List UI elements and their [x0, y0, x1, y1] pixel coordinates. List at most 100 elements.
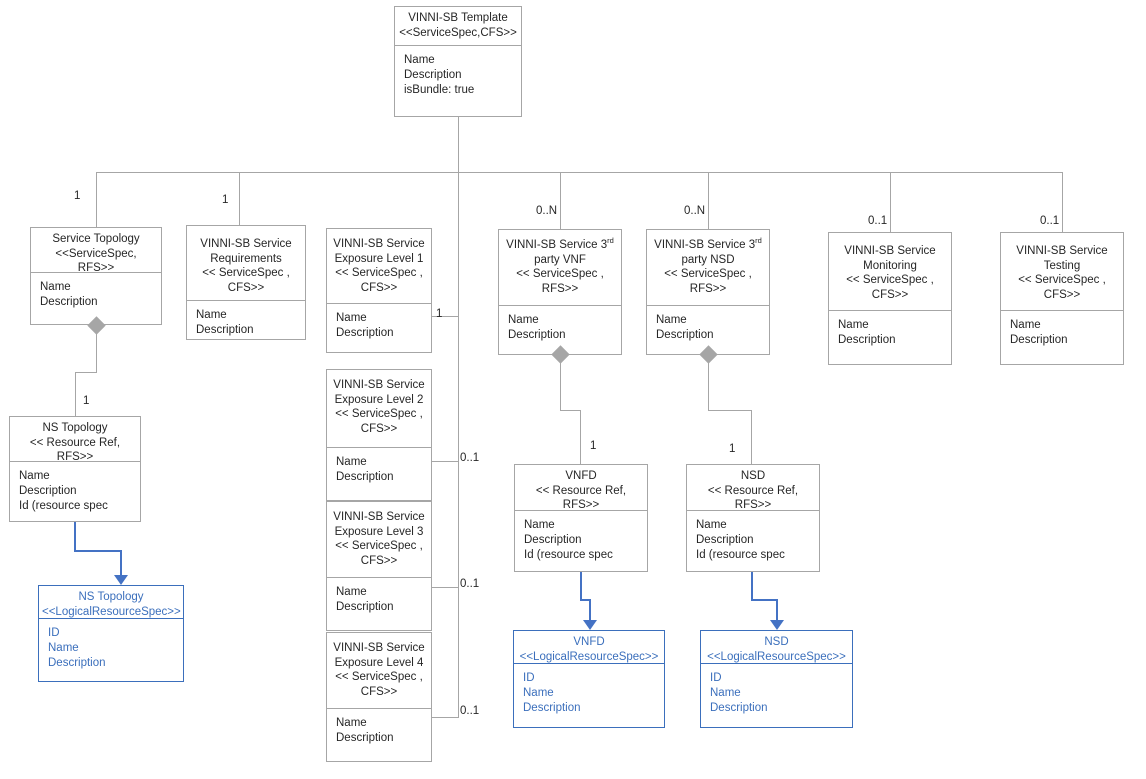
class-box-service-testing[interactable]: VINNI-SB Service Testing << ServiceSpec … [1000, 232, 1124, 365]
connector-drop-third-party-vnf [560, 172, 561, 229]
arrowhead-nsd [770, 620, 784, 630]
class-name-exposure-level-4: VINNI-SB Service Exposure Level 4 [333, 642, 425, 669]
class-header-ns-topology-rfs: NS Topology << Resource Ref, RFS>> [10, 417, 140, 464]
class-name-vnfd-lrs: VNFD [573, 636, 605, 648]
connector-stub-exposure-3 [432, 587, 459, 588]
class-box-exposure-level-4[interactable]: VINNI-SB Service Exposure Level 4 << Ser… [326, 632, 432, 762]
connector-drop-third-party-nsd [708, 172, 709, 229]
multiplicity-exposure-level-2: 0..1 [460, 452, 480, 464]
connector-drop-service-monitoring [890, 172, 891, 232]
multiplicity-service-monitoring: 0..1 [868, 215, 888, 227]
class-stereotype-third-party-vnf: << ServiceSpec , RFS>> [516, 268, 604, 295]
class-name-third-party-nsd: VINNI-SB Service 3rd party NSD [654, 236, 762, 266]
connector-service-topology-h [75, 372, 97, 373]
class-stereotype-nsd-rfs: << Resource Ref, RFS>> [707, 484, 799, 512]
connector-vnf-v1 [560, 361, 561, 410]
class-box-ns-topology-rfs[interactable]: NS Topology << Resource Ref, RFS>> Name … [9, 416, 141, 522]
connector-nsd-blue-v1 [751, 572, 753, 600]
connector-ns-topology-blue-v2 [120, 550, 122, 577]
class-header-exposure-level-1: VINNI-SB Service Exposure Level 1 << Ser… [327, 229, 431, 304]
class-box-service-requirements[interactable]: VINNI-SB Service Requirements << Service… [186, 225, 306, 340]
class-attributes-nsd-lrs: ID Name Description [710, 672, 768, 714]
class-box-exposure-level-3[interactable]: VINNI-SB Service Exposure Level 3 << Ser… [326, 501, 432, 631]
class-header-exposure-level-2: VINNI-SB Service Exposure Level 2 << Ser… [327, 370, 431, 448]
class-name-post-third-party-vnf: party VNF [534, 253, 586, 266]
class-stereotype-third-party-nsd: << ServiceSpec , RFS>> [664, 268, 752, 295]
class-header-vnfd-rfs: VNFD << Resource Ref, RFS>> [515, 465, 647, 511]
connector-vnfd-blue-v2 [589, 599, 591, 622]
class-attributes-vnfd-lrs: ID Name Description [523, 672, 581, 714]
multiplicity-exposure-level-4: 0..1 [460, 705, 480, 717]
class-box-third-party-nsd[interactable]: VINNI-SB Service 3rd party NSD << Servic… [646, 229, 770, 355]
class-header-ns-topology-lrs: NS Topology <<LogicalResourceSpec>> [39, 586, 183, 619]
class-attributes-exposure-level-3: Name Description [336, 586, 394, 613]
class-box-vnfd-rfs[interactable]: VNFD << Resource Ref, RFS>> Name Descrip… [514, 464, 648, 572]
connector-ns-topology-blue-h [74, 550, 122, 552]
class-name-post-third-party-nsd: party NSD [681, 253, 735, 266]
ordinal-suffix-nsd: rd [755, 236, 762, 246]
connector-vnfd-blue-h [580, 599, 591, 601]
connector-stub-exposure-2 [432, 461, 459, 462]
multiplicity-service-requirements: 1 [222, 194, 229, 206]
class-header-third-party-nsd: VINNI-SB Service 3rd party NSD << Servic… [647, 230, 769, 306]
class-attributes-exposure-level-4: Name Description [336, 717, 394, 744]
class-box-ns-topology-lrs[interactable]: NS Topology <<LogicalResourceSpec>> ID N… [38, 585, 184, 682]
class-stereotype-vnfd-lrs: <<LogicalResourceSpec>> [519, 650, 659, 663]
class-box-nsd-rfs[interactable]: NSD << Resource Ref, RFS>> Name Descript… [686, 464, 820, 572]
connector-vnf-h [560, 410, 581, 411]
class-box-third-party-vnf[interactable]: VINNI-SB Service 3rd party VNF << Servic… [498, 229, 622, 355]
class-stereotype-nsd-lrs: <<LogicalResourceSpec>> [707, 650, 846, 663]
class-name-exposure-level-2: VINNI-SB Service Exposure Level 2 [333, 379, 425, 406]
class-header-nsd-rfs: NSD << Resource Ref, RFS>> [687, 465, 819, 511]
multiplicity-ns-topology: 1 [83, 395, 90, 407]
class-name-pre-third-party-nsd: VINNI-SB Service 3 [654, 239, 756, 251]
class-header-service-testing: VINNI-SB Service Testing << ServiceSpec … [1001, 233, 1123, 311]
class-name-service-testing: VINNI-SB Service Testing [1016, 245, 1108, 272]
class-attributes-ns-topology-lrs: ID Name Description [48, 627, 106, 669]
connector-stub-exposure-1 [432, 316, 459, 317]
connector-main-bus [96, 172, 1063, 173]
class-attributes-vinni-sb-template: Name Description isBundle: true [404, 54, 475, 96]
class-header-nsd-lrs: NSD <<LogicalResourceSpec>> [701, 631, 852, 664]
connector-drop-service-topology [96, 172, 97, 227]
connector-exposure-spine [458, 172, 459, 717]
class-attributes-third-party-nsd: Name Description [656, 314, 714, 341]
class-header-exposure-level-3: VINNI-SB Service Exposure Level 3 << Ser… [327, 502, 431, 578]
class-name-vnfd-rfs: VNFD [565, 470, 597, 482]
class-stereotype-ns-topology-rfs: << Resource Ref, RFS>> [29, 436, 121, 464]
class-box-exposure-level-1[interactable]: VINNI-SB Service Exposure Level 1 << Ser… [326, 228, 432, 353]
class-stereotype-exposure-level-1: << ServiceSpec , CFS>> [335, 267, 423, 294]
class-attributes-third-party-vnf: Name Description [508, 314, 566, 341]
multiplicity-third-party-nsd: 0..N [684, 205, 706, 217]
class-name-service-topology: Service Topology [52, 233, 140, 245]
connector-service-topology-v1 [96, 332, 97, 372]
class-attributes-service-requirements: Name Description [196, 309, 254, 336]
connector-drop-service-requirements [239, 172, 240, 225]
class-box-exposure-level-2[interactable]: VINNI-SB Service Exposure Level 2 << Ser… [326, 369, 432, 501]
class-attributes-service-testing: Name Description [1010, 319, 1068, 346]
class-box-vinni-sb-template[interactable]: VINNI-SB Template <<ServiceSpec,CFS>> Na… [394, 6, 522, 117]
multiplicity-exposure-level-1: 1 [436, 308, 443, 320]
class-name-ns-topology-lrs: NS Topology [78, 591, 144, 603]
class-header-exposure-level-4: VINNI-SB Service Exposure Level 4 << Ser… [327, 633, 431, 709]
multiplicity-exposure-level-3: 0..1 [460, 578, 480, 590]
connector-vnf-v2 [580, 410, 581, 465]
class-box-vnfd-lrs[interactable]: VNFD <<LogicalResourceSpec>> ID Name Des… [513, 630, 665, 728]
class-name-third-party-vnf: VINNI-SB Service 3rd party VNF [506, 237, 614, 266]
class-header-service-monitoring: VINNI-SB Service Monitoring << ServiceSp… [829, 233, 951, 311]
class-name-ns-topology-rfs: NS Topology [42, 422, 108, 434]
class-box-service-topology[interactable]: Service Topology <<ServiceSpec, RFS>> Na… [30, 227, 162, 325]
class-name-vinni-sb-template: VINNI-SB Template [408, 12, 508, 24]
class-name-service-requirements: VINNI-SB Service Requirements [200, 238, 292, 265]
class-name-nsd-lrs: NSD [764, 636, 789, 648]
connector-service-topology-v2 [75, 372, 76, 416]
class-header-vinni-sb-template: VINNI-SB Template <<ServiceSpec,CFS>> [395, 7, 521, 46]
class-box-service-monitoring[interactable]: VINNI-SB Service Monitoring << ServiceSp… [828, 232, 952, 365]
class-box-nsd-lrs[interactable]: NSD <<LogicalResourceSpec>> ID Name Desc… [700, 630, 853, 728]
class-attributes-exposure-level-1: Name Description [336, 312, 394, 339]
class-stereotype-exposure-level-4: << ServiceSpec , CFS>> [335, 671, 423, 698]
connector-nsd-v1 [708, 361, 709, 410]
class-stereotype-exposure-level-3: << ServiceSpec , CFS>> [335, 540, 423, 567]
class-header-service-topology: Service Topology <<ServiceSpec, RFS>> [31, 228, 161, 274]
multiplicity-third-party-vnf: 0..N [536, 205, 558, 217]
